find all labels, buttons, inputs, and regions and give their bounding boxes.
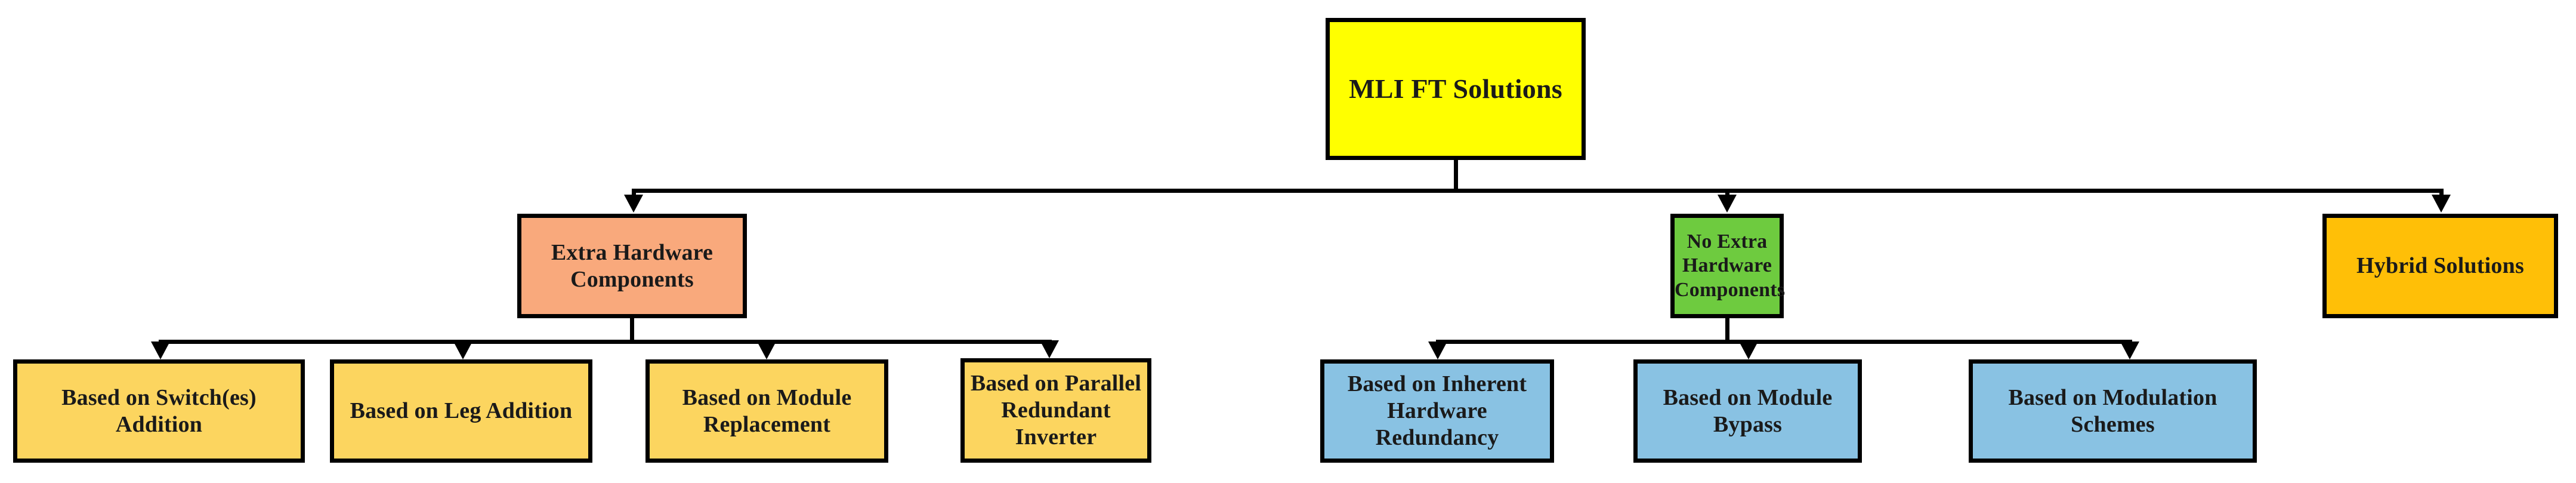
node-hybrid-solutions[interactable]: Hybrid Solutions xyxy=(2322,214,2558,318)
arrowhead-modulation-schemes xyxy=(2120,342,2139,359)
arrowhead-inherent-redundancy xyxy=(1428,342,1447,359)
arrowhead-switch-addition xyxy=(151,342,170,359)
arrowhead-module-bypass xyxy=(1739,342,1758,359)
connector-no-extra-hardware-bus xyxy=(1436,340,2132,344)
node-based-on-inherent-hardware-redundancy-label: Based on Inherent Hardware Redundancy xyxy=(1347,371,1527,450)
connector-no-extra-hardware-drop xyxy=(1725,318,1729,344)
node-based-on-switch-addition[interactable]: Based on Switch(es) Addition xyxy=(13,359,305,463)
node-extra-hardware-components-label: Extra Hardware Components xyxy=(551,239,714,292)
arrowhead-leg-addition xyxy=(453,342,472,359)
arrowhead-module-replacement xyxy=(757,342,776,359)
node-based-on-leg-addition[interactable]: Based on Leg Addition xyxy=(330,359,592,463)
node-based-on-parallel-redundant-inverter-label: Based on Parallel Redundant Inverter xyxy=(970,371,1142,450)
node-based-on-module-bypass-label: Based on Module Bypass xyxy=(1663,384,1833,437)
node-based-on-module-bypass[interactable]: Based on Module Bypass xyxy=(1633,359,1862,463)
node-hybrid-solutions-label: Hybrid Solutions xyxy=(2356,253,2524,279)
arrowhead-no-extra-hardware xyxy=(1718,195,1737,213)
node-based-on-switch-addition-label: Based on Switch(es) Addition xyxy=(61,384,257,437)
node-no-extra-hardware-components-label: No Extra Hardware Components xyxy=(1675,230,1786,301)
connector-extra-hardware-bus xyxy=(159,340,1052,344)
arrowhead-hybrid xyxy=(2432,195,2451,213)
arrowhead-extra-hardware xyxy=(624,195,643,213)
node-based-on-module-replacement-label: Based on Module Replacement xyxy=(682,384,852,437)
connector-root-drop xyxy=(1454,160,1458,193)
node-no-extra-hardware-components[interactable]: No Extra Hardware Components xyxy=(1670,214,1786,318)
node-based-on-module-replacement[interactable]: Based on Module Replacement xyxy=(645,359,888,463)
node-based-on-parallel-redundant-inverter[interactable]: Based on Parallel Redundant Inverter xyxy=(960,358,1151,463)
node-extra-hardware-components[interactable]: Extra Hardware Components xyxy=(517,214,747,318)
node-based-on-leg-addition-label: Based on Leg Addition xyxy=(350,398,573,424)
node-based-on-inherent-hardware-redundancy[interactable]: Based on Inherent Hardware Redundancy xyxy=(1320,359,1554,463)
connector-extra-hardware-drop xyxy=(630,318,634,344)
node-based-on-modulation-schemes[interactable]: Based on Modulation Schemes xyxy=(1969,359,2257,463)
arrowhead-parallel-redundant-inverter xyxy=(1040,340,1059,358)
node-root-mli-ft-solutions[interactable]: MLI FT Solutions xyxy=(1326,18,1586,160)
node-based-on-modulation-schemes-label: Based on Modulation Schemes xyxy=(2008,384,2217,437)
connector-main-bus xyxy=(632,189,2444,193)
node-root-label: MLI FT Solutions xyxy=(1349,73,1562,104)
